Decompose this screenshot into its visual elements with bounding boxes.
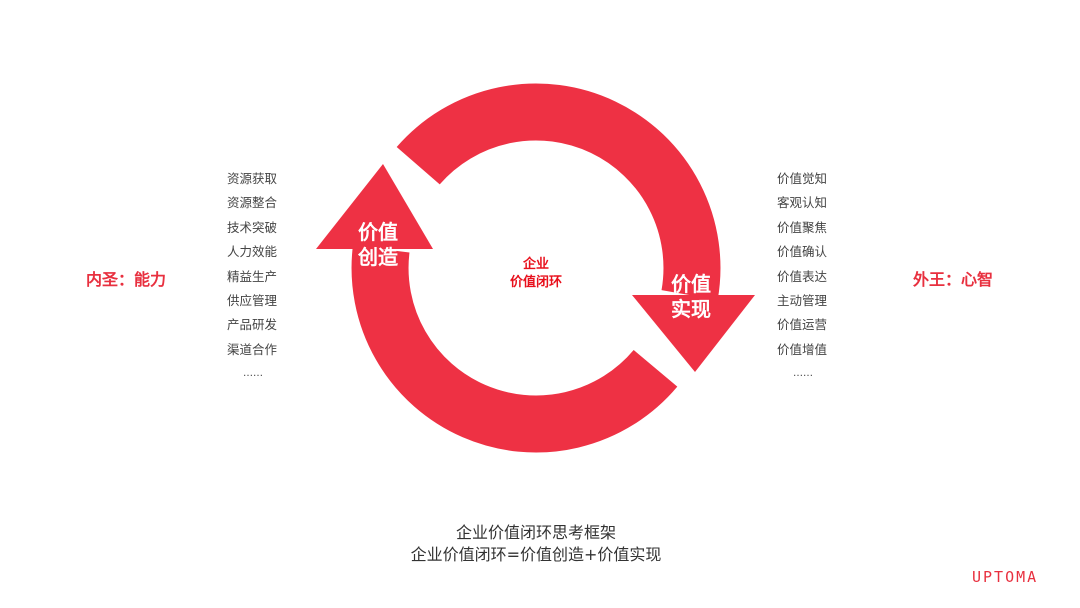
list-item: 渠道合作 — [227, 341, 278, 357]
value-creation-label: 价值 创造 — [358, 220, 398, 270]
create-arrowhead — [316, 164, 433, 249]
center-label-line2: 价值闭环 — [509, 275, 563, 290]
list-item: 价值聚焦 — [777, 219, 828, 235]
list-item: 资源整合 — [227, 195, 278, 211]
uptoma-logo: UPTOMA — [972, 568, 1039, 586]
value-creation-line2: 创造 — [358, 245, 398, 269]
list-item: 精益生产 — [227, 268, 278, 284]
right-list: 价值觉知 客观认知 价值聚焦 价值确认 价值表达 主动管理 价值运营 价值增值 … — [777, 167, 847, 387]
list-item: 价值觉知 — [777, 171, 828, 186]
list-item: 价值表达 — [777, 268, 828, 284]
value-realization-line2: 实现 — [671, 297, 711, 321]
top-arc — [396, 83, 721, 301]
list-item: 主动管理 — [777, 293, 828, 309]
list-item: 供应管理 — [227, 293, 278, 309]
left-heading: 内圣：能力 — [85, 270, 167, 289]
realize-arrowhead — [632, 295, 755, 372]
list-item: 价值运营 — [777, 317, 828, 333]
center-label-line1: 企业 — [522, 257, 550, 272]
caption-formula: 企业价值闭环=价值创造+价值实现 — [410, 545, 662, 564]
list-item: 价值增值 — [777, 341, 828, 357]
list-item: 技术突破 — [227, 219, 278, 235]
list-item: …… — [793, 368, 813, 380]
bottom-arc — [351, 245, 678, 453]
left-list: 资源获取 资源整合 技术突破 人力效能 精益生产 供应管理 产品研发 渠道合作 … — [227, 167, 297, 387]
value-realization-label: 价值 实现 — [671, 272, 711, 322]
value-creation-line1: 价值 — [358, 220, 398, 244]
caption-title: 企业价值闭环思考框架 — [455, 523, 617, 542]
value-realization-line1: 价值 — [671, 272, 711, 296]
right-heading: 外王：心智 — [912, 270, 994, 289]
list-item: 价值确认 — [777, 244, 828, 260]
list-item: 客观认知 — [777, 195, 828, 211]
list-item: 产品研发 — [227, 317, 278, 333]
list-item: 资源获取 — [227, 171, 278, 186]
center-label: 企业 价值闭环 — [510, 256, 562, 292]
list-item: 人力效能 — [227, 244, 278, 260]
list-item: …… — [243, 368, 263, 380]
